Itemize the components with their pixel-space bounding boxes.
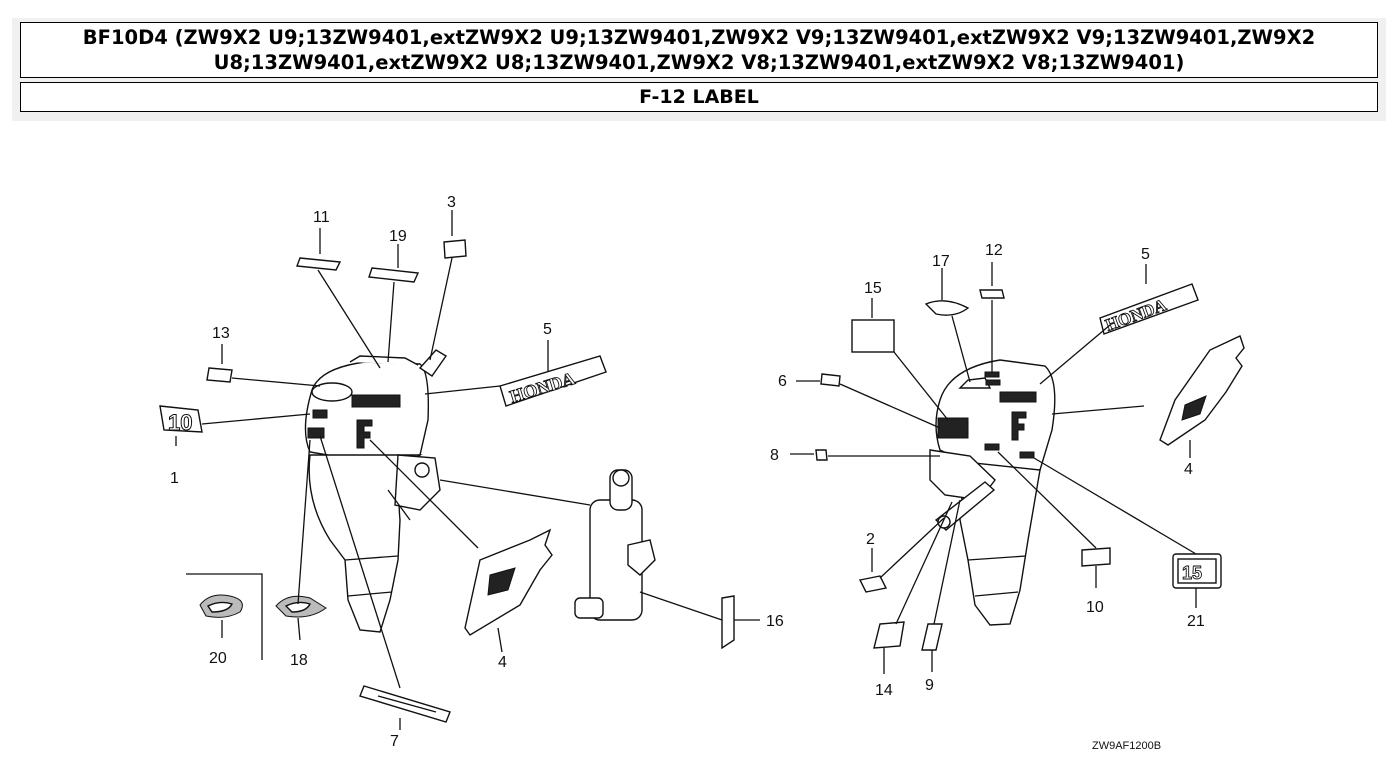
callout-13: 13 xyxy=(212,325,230,342)
left-labels: HONDA 10 xyxy=(159,239,735,723)
callout-21: 21 xyxy=(1187,613,1205,630)
callout-20: 20 xyxy=(209,650,227,667)
page-title: BF10D4 (ZW9X2 U9;13ZW9401,extZW9X2 U9;13… xyxy=(20,22,1378,78)
callout-15: 15 xyxy=(864,280,882,297)
callout-19: 19 xyxy=(389,228,407,245)
callout-8: 8 xyxy=(770,447,779,464)
callout-1: 1 xyxy=(170,470,179,487)
header: BF10D4 (ZW9X2 U9;13ZW9401,extZW9X2 U9;13… xyxy=(12,18,1386,121)
callout-7: 7 xyxy=(390,733,399,750)
right-leader-lines xyxy=(790,262,1197,674)
right-callouts: 17 12 15 5 6 8 4 2 10 21 14 9 xyxy=(770,242,1205,699)
callout-5-right: 5 xyxy=(1141,246,1150,263)
callout-6: 6 xyxy=(778,373,787,390)
callout-10: 10 xyxy=(1086,599,1104,616)
callout-18: 18 xyxy=(290,652,308,669)
callout-5-left: 5 xyxy=(543,321,552,338)
callout-9: 9 xyxy=(925,677,934,694)
drawing-code: ZW9AF1200B xyxy=(1092,740,1161,752)
left-leader-lines xyxy=(175,210,760,730)
callout-11: 11 xyxy=(313,209,330,226)
callout-4-left: 4 xyxy=(498,654,507,671)
callout-2: 2 xyxy=(866,531,875,548)
honda-text-right: HONDA xyxy=(1103,295,1170,335)
section-title: F-12 LABEL xyxy=(20,82,1378,112)
callout-17: 17 xyxy=(932,253,950,270)
callout-16: 16 xyxy=(766,613,784,630)
label-15-text: 15 xyxy=(1182,563,1202,583)
callout-3: 3 xyxy=(447,194,456,211)
left-outboard-motor xyxy=(304,349,448,633)
right-outboard-motor xyxy=(929,359,1056,626)
callout-4-right: 4 xyxy=(1184,461,1193,478)
callout-12: 12 xyxy=(985,242,1003,259)
label-10-text: 10 xyxy=(168,410,192,435)
left-callouts: 11 19 3 13 5 1 4 16 20 18 7 xyxy=(170,194,784,750)
callout-14: 14 xyxy=(875,682,893,699)
